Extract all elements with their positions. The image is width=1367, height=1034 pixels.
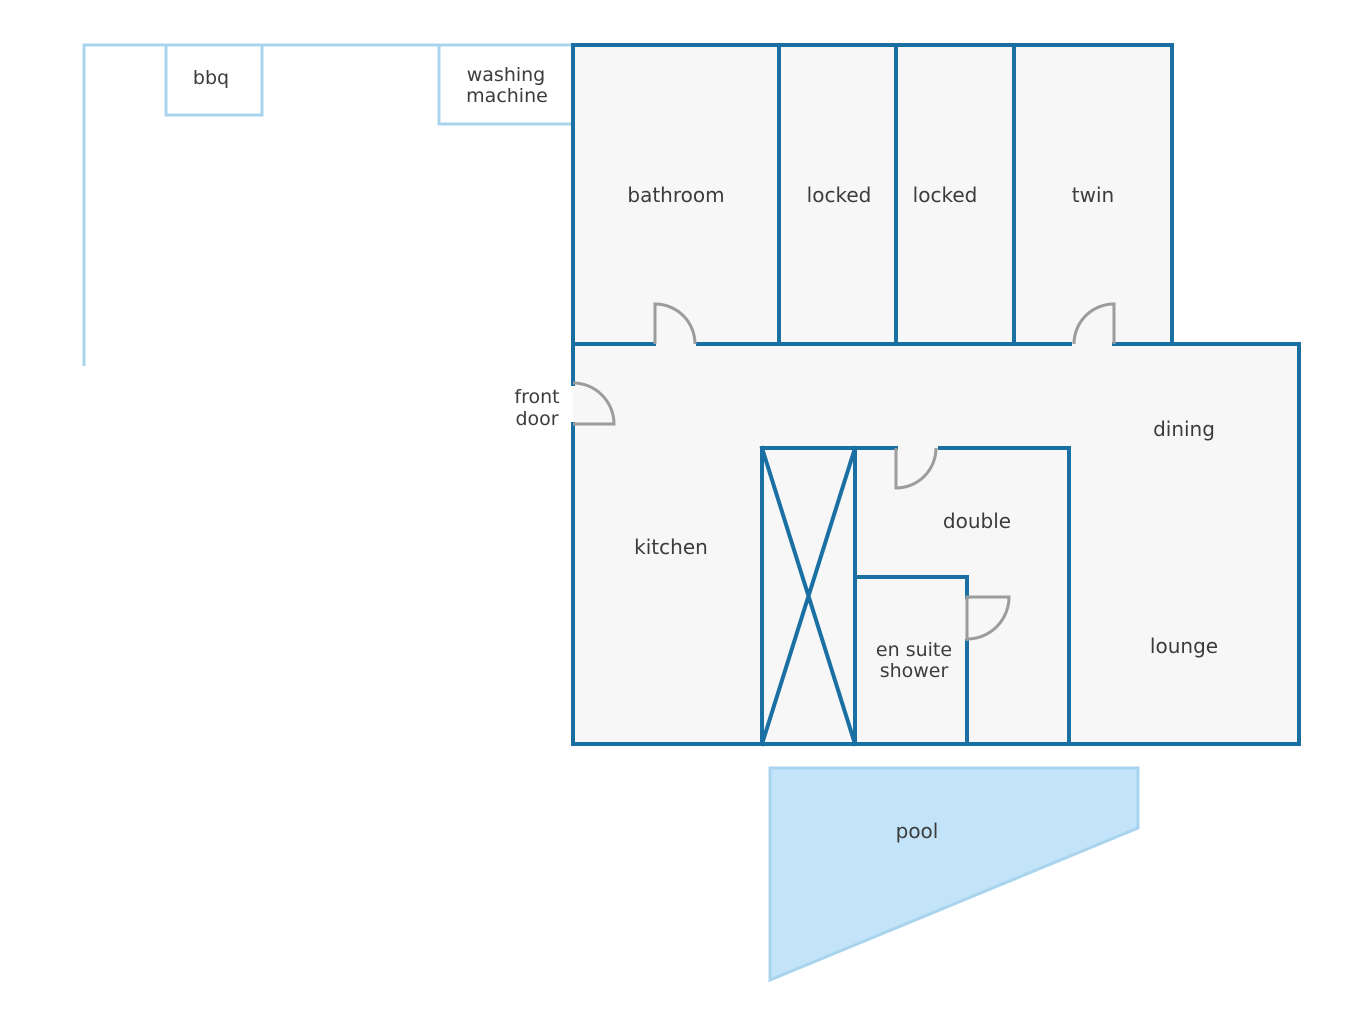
pool-label: pool [896,819,939,843]
bbq-label: bbq [193,67,229,89]
room-label-ensuite-line2: shower [880,660,949,682]
ensuite-door-icon [965,595,1011,641]
room-label-double: double [943,509,1011,533]
front-door-label-line2: door [515,408,558,430]
stair-block [760,446,857,746]
room-label-dining: dining [1153,417,1215,441]
room-label-locked-1: locked [807,183,872,207]
front-door-icon [572,381,616,426]
doors [572,302,1116,641]
outdoor-area [82,43,573,366]
pool-area [768,766,1140,983]
room-label-ensuite-line1: en suite [876,639,952,661]
washing-machine-outline [437,45,573,126]
house-floor [573,45,1299,744]
room-label-kitchen: kitchen [634,535,708,559]
washing-machine-label-line2: machine [466,85,548,107]
room-label-lounge: lounge [1150,634,1218,658]
front-door-label-line1: front [514,386,559,408]
bathroom-door-icon [653,302,697,345]
walls [571,43,1301,747]
room-label-twin: twin [1072,183,1114,207]
washing-machine-label-line1: washing [467,64,546,86]
room-label-bathroom: bathroom [627,183,724,207]
twin-door-icon [1072,302,1116,345]
double-door-icon [894,447,938,490]
stair-cross-b [759,445,858,747]
room-label-locked-2: locked [913,183,978,207]
bbq-outline [164,43,264,117]
yard-boundary-line [82,43,573,366]
